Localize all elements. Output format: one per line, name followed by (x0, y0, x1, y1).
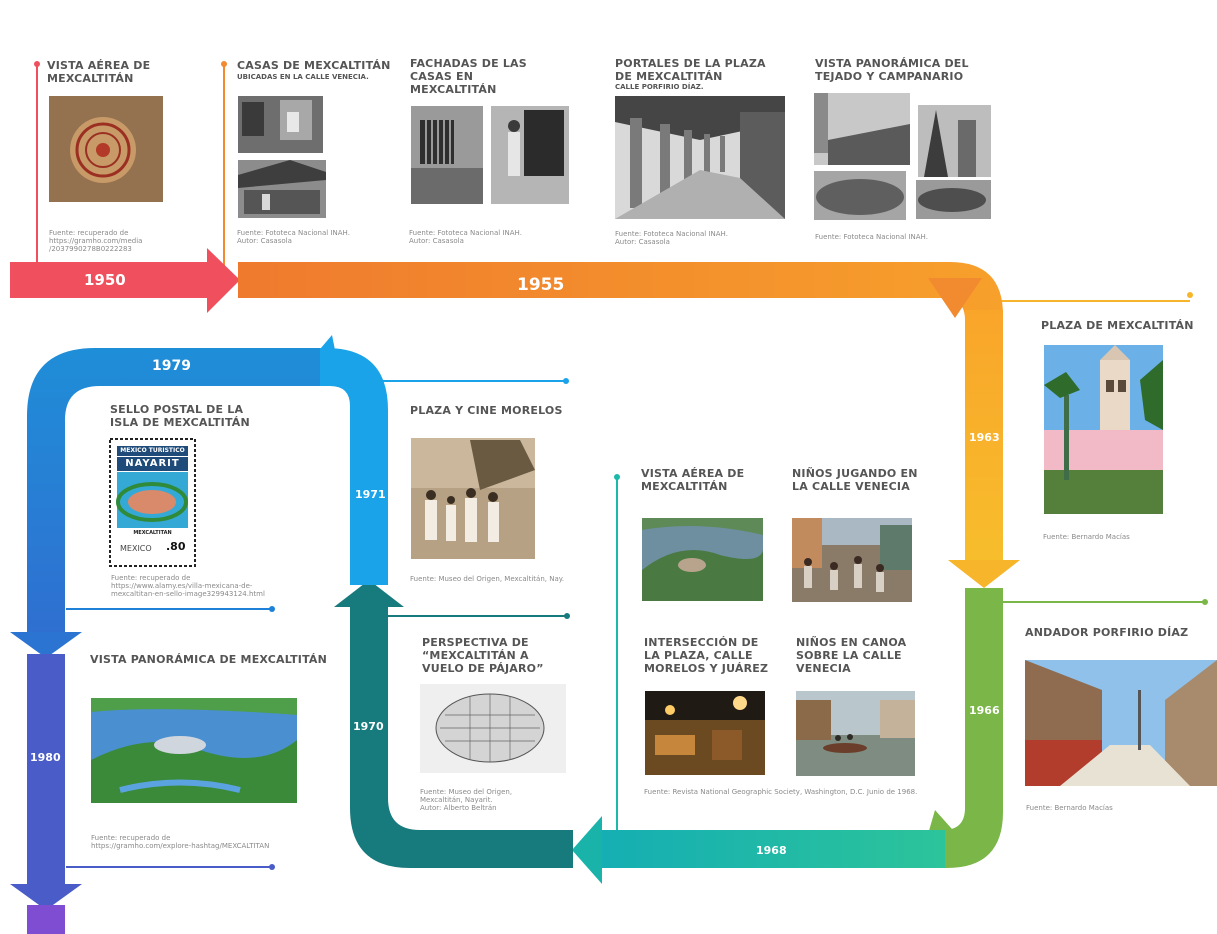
photo-plaza (1044, 345, 1163, 514)
arrowhead-1955 (928, 278, 982, 318)
photo-ninos-canoa (796, 691, 915, 776)
entry-title-casas: CASAS DE MEXCALTITÁN (237, 59, 391, 72)
entry-title-portales: PORTALES DE LA PLAZA DE MEXCALTITÁN (615, 57, 766, 83)
entry-title-vista-aerea-1968: VISTA AÉREA DE MEXCALTITÁN (641, 467, 745, 493)
arrowhead-1963 (948, 560, 1020, 588)
entry-source-casas: Fuente: Fototeca Nacional INAH. Autor: C… (237, 229, 350, 245)
photo-perspectiva (420, 684, 566, 773)
entry-subtitle-casas: UBICADAS EN LA CALLE VENECIA. (237, 73, 369, 81)
year-1971: 1971 (355, 488, 386, 501)
band-1970 (350, 605, 573, 868)
band-1979 (27, 348, 320, 635)
entry-title-andador: ANDADOR PORFIRIO DÍAZ (1025, 626, 1189, 639)
photo-fachadas (411, 106, 569, 204)
entry-title-fachadas: FACHADAS DE LAS CASAS EN MEXCALTITÁN (410, 57, 527, 96)
stamp-header: MEXICO TURISTICO (120, 447, 185, 454)
entry-source-panoramica-1980: Fuente: recuperado de https://gramho.com… (91, 834, 270, 850)
arrowhead-1980 (10, 884, 82, 910)
entry-title-vista-aerea-1950: VISTA AÉREA DE MEXCALTITÁN (47, 59, 151, 85)
entry-title-ninos-jugando: NIÑOS JUGANDO EN LA CALLE VENECIA (792, 467, 918, 493)
entry-title-panoramica-1980: VISTA PANORÁMICA DE MEXCALTITÁN (90, 653, 328, 666)
entry-title-interseccion: INTERSECCIÓN DE LA PLAZA, CALLE MORELOS … (644, 636, 769, 675)
entry-source-plaza: Fuente: Bernardo Macías (1043, 533, 1130, 541)
entry-source-andador: Fuente: Bernardo Macías (1026, 804, 1113, 812)
stamp-name: MEXCALTITAN (133, 530, 172, 536)
photo-aerial-1950 (49, 96, 163, 202)
year-1970: 1970 (353, 720, 384, 733)
entry-source-vista-aerea-1950: Fuente: recuperado de https://gramho.com… (49, 229, 143, 253)
photo-panoramica-1980 (91, 698, 297, 803)
arrowhead-1970 (334, 580, 404, 607)
band-1955 (238, 262, 1003, 560)
photo-portales (615, 96, 785, 219)
year-1979: 1979 (152, 358, 191, 374)
photo-plaza-cine (411, 438, 535, 559)
entry-portales: PORTALES DE LA PLAZA DE MEXCALTITÁN CALL… (615, 57, 766, 91)
entry-source-national-geographic: Fuente: Revista National Geographic Soci… (644, 788, 918, 796)
photo-sello (109, 438, 196, 567)
year-1968: 1968 (756, 844, 787, 857)
band-1971 (320, 348, 388, 585)
photo-ninos-jugando (792, 518, 912, 602)
entry-title-perspectiva: PERSPECTIVA DE “MEXCALTITÁN A VUELO DE P… (422, 636, 544, 675)
year-1955: 1955 (517, 275, 565, 295)
band-tail (27, 905, 65, 934)
entry-title-sello: SELLO POSTAL DE LA ISLA DE MEXCALTITÁN (110, 403, 250, 429)
entry-source-panoramica-tejado: Fuente: Fototeca Nacional INAH. (815, 233, 928, 241)
entry-title-plaza: PLAZA DE MEXCALTITÁN (1041, 319, 1194, 332)
photo-interseccion (645, 691, 765, 775)
band-1950 (10, 262, 210, 298)
year-1950: 1950 (84, 271, 126, 289)
stamp-state: NAYARIT (125, 458, 180, 469)
band-1980 (27, 654, 65, 889)
entry-source-perspectiva: Fuente: Museo del Origen, Mexcaltitán, N… (420, 788, 513, 812)
entry-title-ninos-canoa: NIÑOS EN CANOA SOBRE LA CALLE VENECIA (796, 636, 907, 675)
entry-source-sello: Fuente: recuperado de https://www.alamy.… (111, 574, 265, 598)
arrowhead-1968 (572, 816, 602, 884)
arrowhead-1979 (10, 632, 82, 658)
year-1963: 1963 (969, 431, 1000, 444)
entry-casas: CASAS DE MEXCALTITÁN UBICADAS EN LA CALL… (237, 59, 391, 81)
band-1966 (940, 588, 1003, 868)
entry-source-fachadas: Fuente: Fototeca Nacional INAH. Autor: C… (409, 229, 522, 245)
stamp-country: MEXICO (120, 544, 152, 553)
band-1968 (600, 830, 945, 868)
entry-title-panoramica-tejado: VISTA PANORÁMICA DEL TEJADO Y CAMPANARIO (815, 57, 969, 83)
photo-tejado (814, 93, 991, 220)
entry-source-portales: Fuente: Fototeca Nacional INAH. Autor: C… (615, 230, 728, 246)
entry-title-plaza-cine: PLAZA Y CINE MORELOS (410, 404, 563, 417)
arrowhead-1950 (207, 248, 240, 313)
connector-lines (34, 61, 1208, 870)
entry-subtitle-portales: CALLE PORFIRIO DÍAZ. (615, 83, 704, 91)
band-1963 (965, 310, 1003, 565)
photo-andador (1025, 660, 1217, 786)
timeline-ribbon (10, 248, 1020, 934)
year-1966: 1966 (969, 704, 1000, 717)
entry-source-plaza-cine: Fuente: Museo del Origen, Mexcaltitán, N… (410, 575, 565, 583)
photo-aerial-1968 (642, 518, 763, 601)
stamp-value: .80 (166, 540, 186, 553)
photo-casas (238, 96, 326, 218)
year-1980: 1980 (30, 751, 61, 764)
